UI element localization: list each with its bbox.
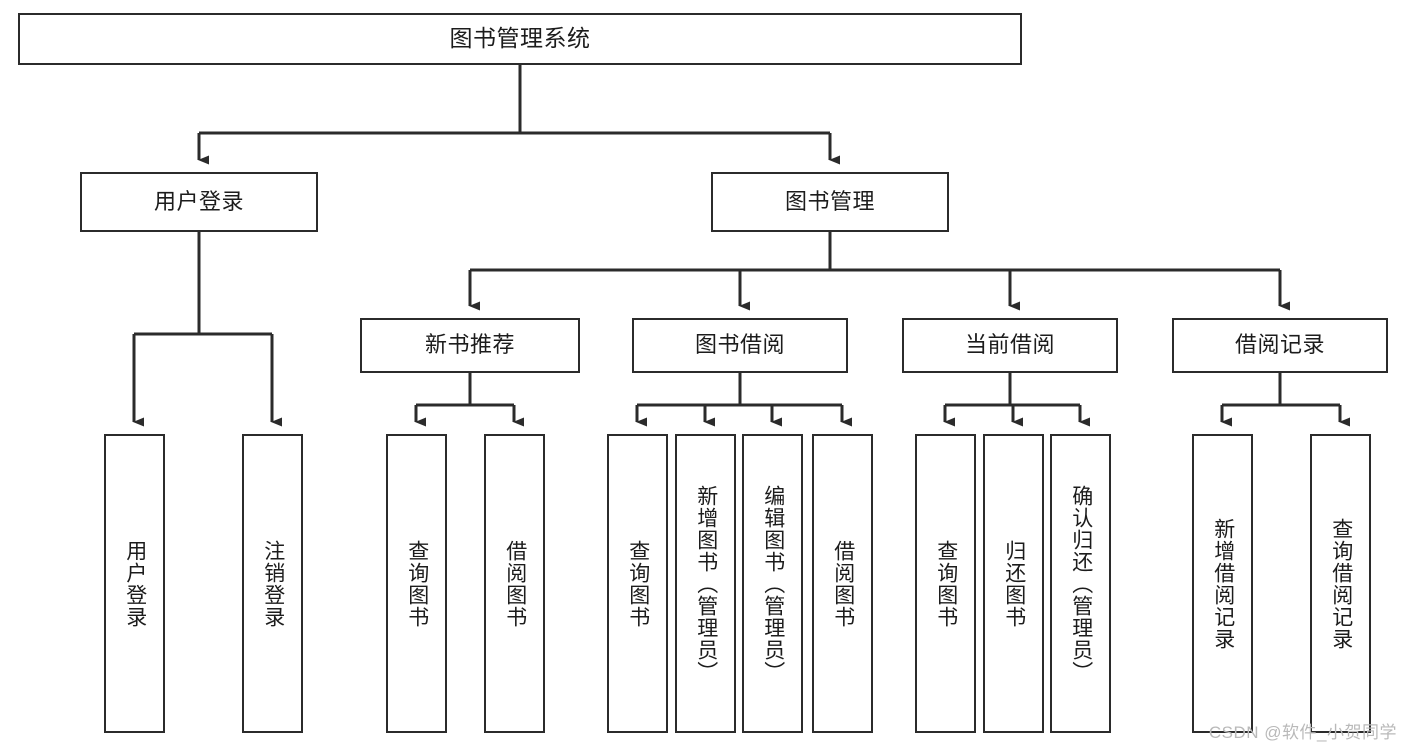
node-leaf-edit-book[interactable]: 编辑图书（管理员） xyxy=(742,434,803,733)
node-label: 新书推荐 xyxy=(424,332,515,358)
node-leaf-borrow-book-rec[interactable]: 借阅图书 xyxy=(484,434,545,733)
node-leaf-query-book[interactable]: 查询图书 xyxy=(607,434,668,733)
node-leaf-user-login[interactable]: 用户登录 xyxy=(104,434,165,733)
node-current-borrow[interactable]: 当前借阅 xyxy=(902,318,1118,373)
node-book-borrow[interactable]: 图书借阅 xyxy=(632,318,848,373)
node-label: 编辑图书（管理员） xyxy=(761,484,785,683)
node-leaf-query-book-cur[interactable]: 查询图书 xyxy=(915,434,976,733)
node-label: 借阅图书 xyxy=(503,539,527,628)
node-label: 查询图书 xyxy=(934,539,958,628)
node-leaf-query-book-rec[interactable]: 查询图书 xyxy=(386,434,447,733)
node-borrow-record[interactable]: 借阅记录 xyxy=(1172,318,1388,373)
node-label: 确认归还（管理员） xyxy=(1069,484,1093,683)
node-label: 当前借阅 xyxy=(964,332,1055,358)
node-leaf-query-record[interactable]: 查询借阅记录 xyxy=(1310,434,1371,733)
node-label: 新增图书（管理员） xyxy=(694,484,718,683)
node-leaf-borrow-book[interactable]: 借阅图书 xyxy=(812,434,873,733)
node-user-login[interactable]: 用户登录 xyxy=(80,172,318,232)
node-root[interactable]: 图书管理系统 xyxy=(18,13,1022,65)
node-leaf-confirm-return[interactable]: 确认归还（管理员） xyxy=(1050,434,1111,733)
node-label: 查询借阅记录 xyxy=(1329,517,1353,650)
node-label: 注销登录 xyxy=(261,539,285,628)
node-leaf-add-record[interactable]: 新增借阅记录 xyxy=(1192,434,1253,733)
node-label: 借阅记录 xyxy=(1234,332,1325,358)
node-book-manage[interactable]: 图书管理 xyxy=(711,172,949,232)
node-label: 新增借阅记录 xyxy=(1211,517,1235,650)
node-leaf-user-logout[interactable]: 注销登录 xyxy=(242,434,303,733)
node-label: 查询图书 xyxy=(626,539,650,628)
node-label: 图书管理系统 xyxy=(449,25,591,52)
node-leaf-add-book[interactable]: 新增图书（管理员） xyxy=(675,434,736,733)
node-label: 用户登录 xyxy=(123,539,147,628)
node-label: 查询图书 xyxy=(405,539,429,628)
node-label: 归还图书 xyxy=(1002,539,1026,628)
node-label: 用户登录 xyxy=(153,188,244,214)
node-new-book-recommend[interactable]: 新书推荐 xyxy=(360,318,580,373)
node-label: 图书管理 xyxy=(784,188,875,214)
connector-lines xyxy=(132,65,1350,427)
node-label: 借阅图书 xyxy=(831,539,855,628)
node-label: 图书借阅 xyxy=(694,332,785,358)
node-leaf-return-book[interactable]: 归还图书 xyxy=(983,434,1044,733)
